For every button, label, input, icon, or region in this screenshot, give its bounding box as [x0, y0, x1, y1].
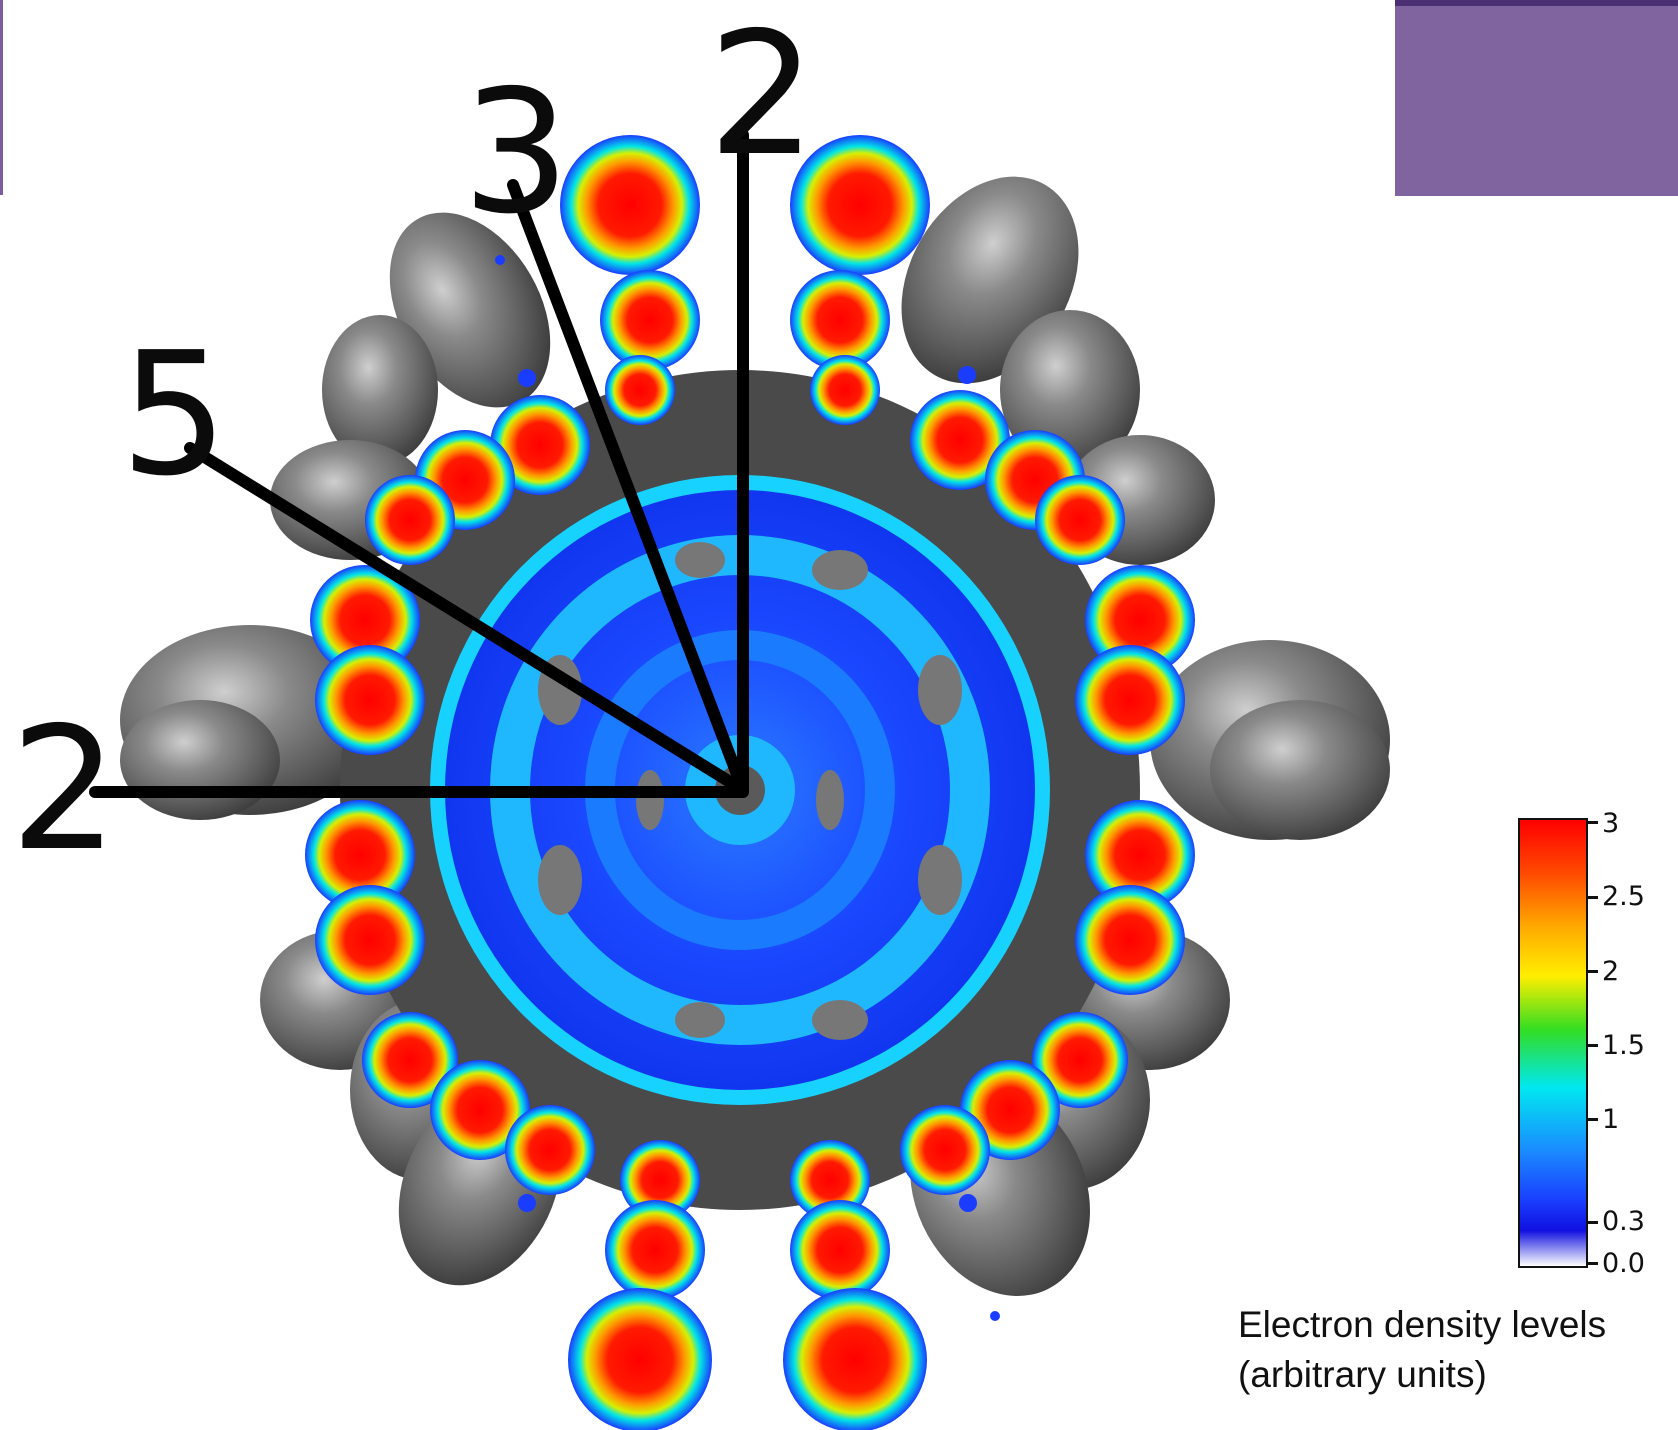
colorbar-tick — [1586, 1044, 1598, 1047]
colorbar-tick-label: 3 — [1602, 808, 1620, 839]
colorbar-tick-label: 2 — [1602, 956, 1620, 987]
colorbar-tick — [1586, 1118, 1598, 1121]
colorbar-tick-label: 0.0 — [1602, 1248, 1645, 1279]
colorbar-tick — [1586, 970, 1598, 973]
caption-line-1: Electron density levels — [1238, 1304, 1607, 1345]
axis-line-3 — [507, 179, 749, 796]
colorbar-gradient — [1518, 818, 1588, 1268]
axis-label-5: 5 — [120, 316, 229, 514]
colorbar-tick-label: 1 — [1602, 1104, 1620, 1135]
colorbar-caption: Electron density levels (arbitrary units… — [1238, 1300, 1678, 1400]
colorbar-tick — [1586, 1262, 1598, 1265]
axis-label-3: 3 — [462, 54, 571, 252]
slide-frame-left — [0, 0, 3, 195]
colorbar-tick — [1586, 1221, 1598, 1224]
colorbar-tick — [1586, 821, 1598, 824]
colorbar-tick-label: 1.5 — [1602, 1030, 1645, 1061]
colorbar-tick-label: 0.3 — [1602, 1206, 1645, 1237]
colorbar: 3 2.5 2 1.5 1 0.3 0.0 — [1518, 810, 1645, 1277]
spike-dots — [495, 255, 1000, 1321]
caption-line-2: (arbitrary units) — [1238, 1353, 1487, 1395]
colorbar-tick — [1586, 896, 1598, 899]
density-hotspots — [305, 135, 1195, 1430]
axis-line-5 — [184, 442, 749, 796]
axis-label-2-top: 2 — [708, 0, 817, 194]
colorbar-tick-label: 2.5 — [1602, 881, 1645, 912]
slide-frame-top-right — [1395, 0, 1678, 196]
axis-label-2-left: 2 — [10, 691, 119, 889]
symmetry-axes — [89, 129, 749, 798]
